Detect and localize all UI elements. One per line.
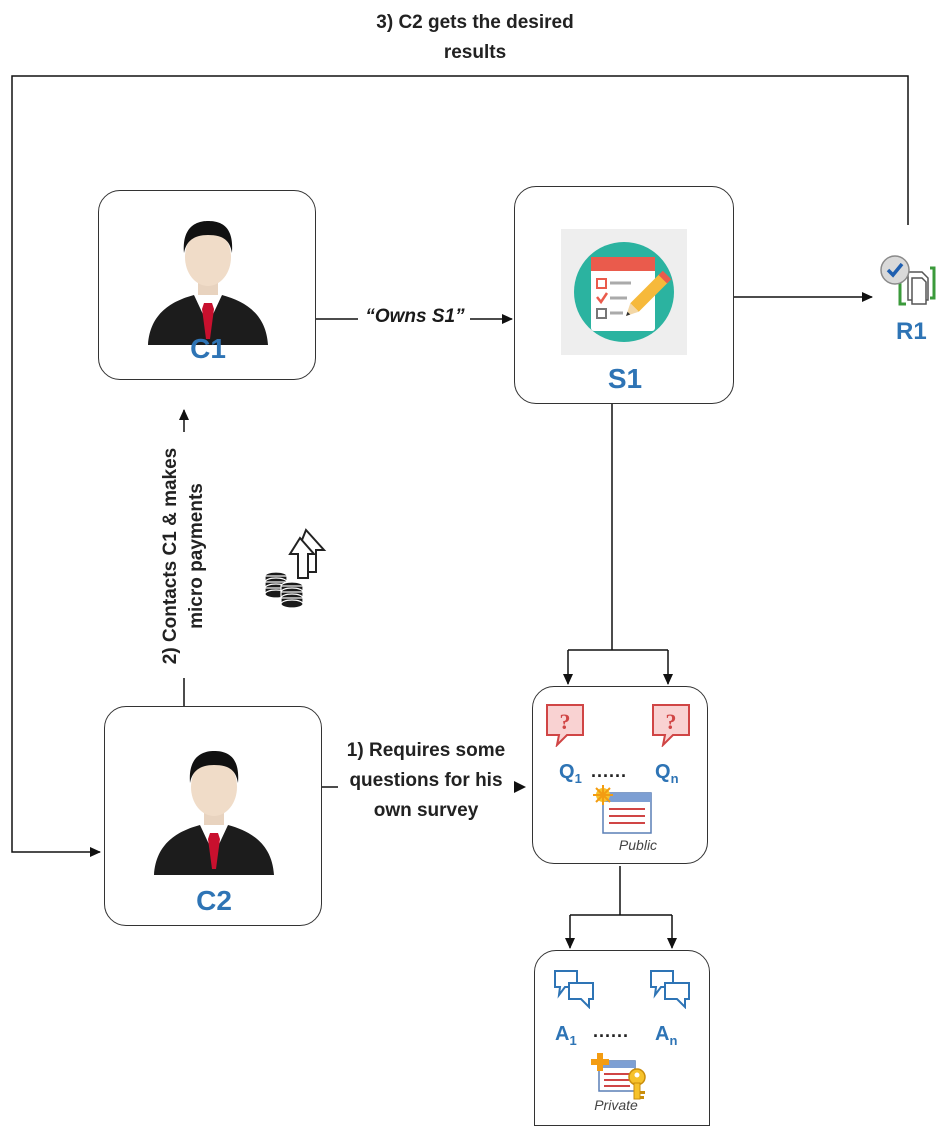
step1-line2: questions for his [349, 770, 503, 791]
results-document-icon [880, 255, 936, 306]
s1-node[interactable]: S1 [514, 186, 734, 404]
c1-label: C1 [190, 333, 226, 364]
step2-line1: 2) Contacts C1 & makes [160, 447, 181, 665]
person-icon [148, 221, 268, 345]
step3-line2: results [443, 42, 507, 63]
question-bubble-icon: ? [546, 704, 584, 747]
a-dots: ...... [593, 1021, 630, 1041]
svg-text:?: ? [560, 709, 571, 734]
a1-label: A1 [555, 1023, 577, 1048]
step1-line1: 1) Requires some [346, 740, 506, 761]
step2-label: 2) Contacts C1 & makes micro payments [158, 426, 210, 686]
r1-label: R1 [896, 318, 927, 345]
coins-upload-icon [264, 528, 327, 609]
svg-text:?: ? [666, 709, 677, 734]
person-icon [154, 751, 274, 875]
results-loop-connector [11, 75, 909, 857]
q1-label: Q1 [559, 761, 582, 786]
answer-chat-icon [554, 970, 594, 1009]
step3-line1: 3) C2 gets the desired [376, 12, 574, 33]
question-bubble-icon: ? [652, 704, 690, 747]
c2-node[interactable]: C2 [104, 706, 322, 926]
private-key-table-icon [591, 1053, 646, 1100]
qn-letter: Q [655, 761, 671, 783]
a1-letter: A [555, 1023, 570, 1045]
step3-label: 3) C2 gets the desired results [340, 8, 610, 68]
step2-line2: micro payments [186, 483, 207, 629]
public-questions-node[interactable]: ? ? Q1 ...... Qn Public [532, 686, 708, 864]
an-subscript: n [669, 1033, 678, 1048]
an-letter: A [655, 1023, 670, 1045]
qn-label: Qn [655, 761, 679, 786]
public-caption: Public [618, 837, 658, 853]
a1-subscript: 1 [569, 1033, 577, 1048]
q1-subscript: 1 [574, 771, 582, 786]
qn-subscript: n [670, 771, 679, 786]
public-table-icon [593, 785, 652, 834]
c1-node[interactable]: C1 [98, 190, 316, 380]
an-label: An [655, 1023, 677, 1048]
step1-arrowhead [514, 781, 526, 793]
c2-label: C2 [196, 885, 232, 916]
owns-label: “Owns S1” [365, 306, 465, 327]
step1-label: 1) Requires some questions for his own s… [326, 736, 526, 826]
private-caption: Private [594, 1097, 638, 1113]
q-dots: ...... [591, 761, 628, 781]
s1-label: S1 [607, 363, 643, 394]
private-answers-node[interactable]: A1 ...... An Private [534, 950, 710, 1126]
answer-chat-icon [650, 970, 690, 1009]
step1-line3: own survey [373, 800, 479, 821]
q1-letter: Q [559, 761, 575, 783]
survey-checklist-icon [561, 229, 687, 355]
